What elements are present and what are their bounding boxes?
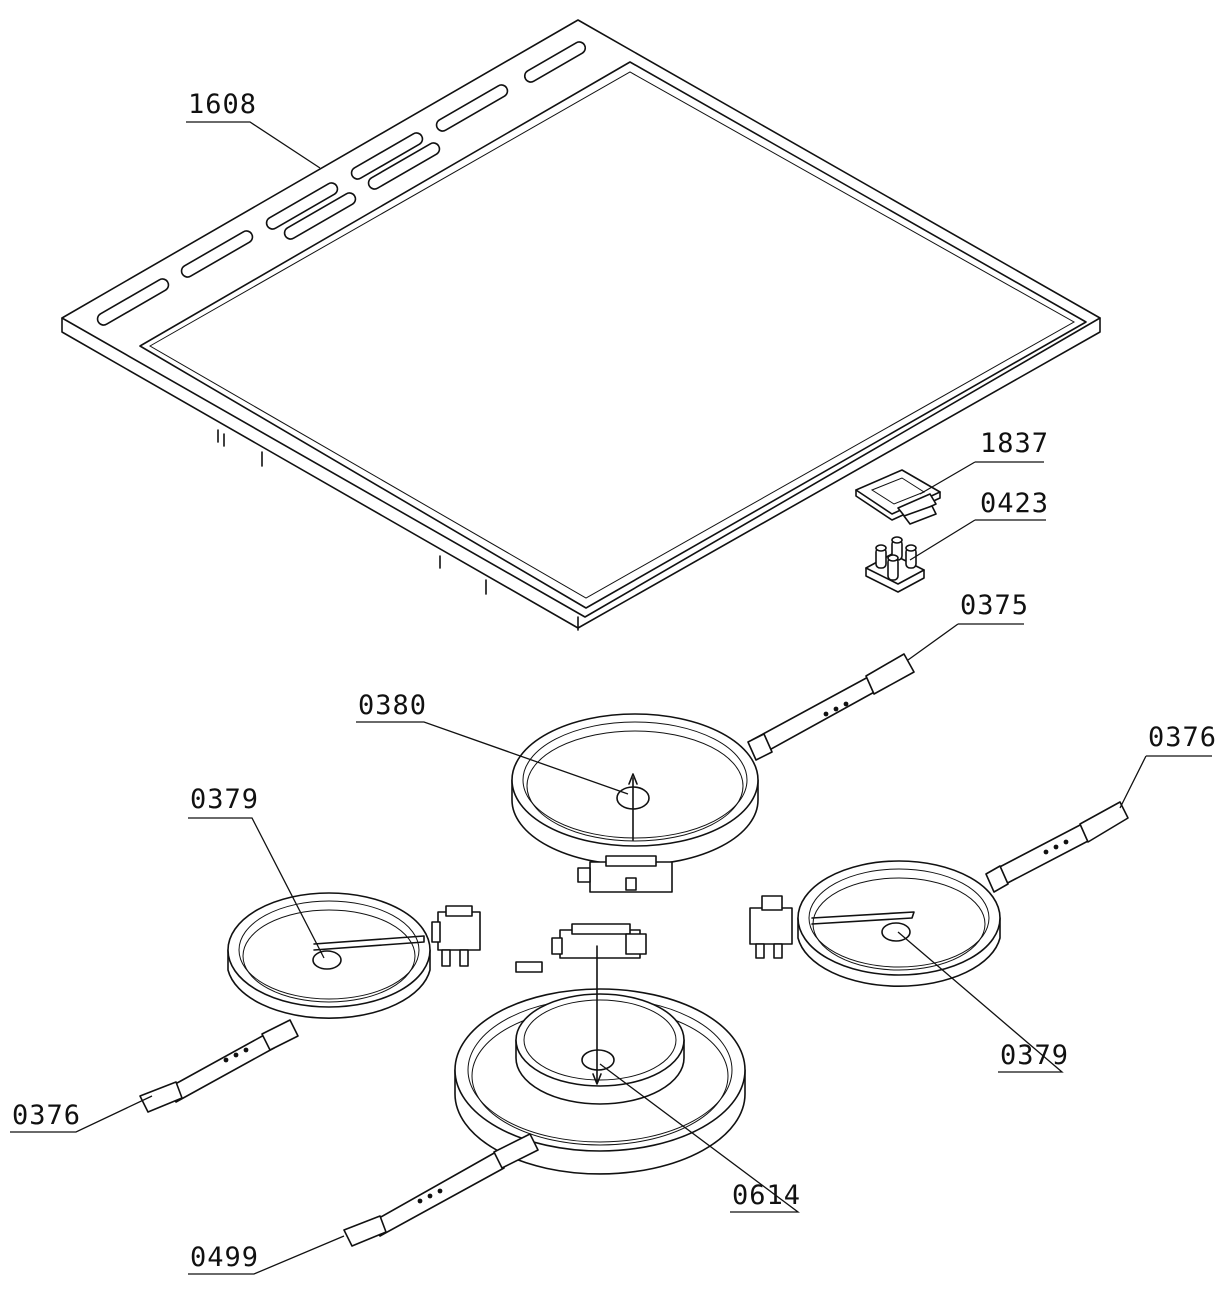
lead-0376-right-part: [985, 801, 1129, 893]
heater-0379-right-part: [749, 860, 1001, 987]
callout-0499: 0499: [190, 1242, 259, 1273]
callout-0375: 0375: [960, 590, 1029, 621]
lead-0499-part: [343, 1133, 539, 1247]
callout-0379-right: 0379: [1000, 1040, 1069, 1071]
hob-frame-part: [61, 19, 1101, 631]
callout-0376-left: 0376: [12, 1100, 81, 1131]
lead-0375-part: [747, 653, 915, 761]
lead-0376-left-part: [139, 1019, 299, 1113]
heater-0380-part: [511, 713, 759, 893]
callout-0614: 0614: [732, 1180, 801, 1211]
heater-0614-part: [454, 923, 746, 1175]
callout-leaders: [10, 121, 1212, 1275]
sensor-plate-part: [855, 469, 941, 525]
callout-0380: 0380: [358, 690, 427, 721]
callout-0423: 0423: [980, 488, 1049, 519]
callout-0376-right: 0376: [1148, 722, 1217, 753]
callout-1608: 1608: [188, 89, 257, 120]
frame-vent-slots: [96, 41, 587, 326]
callout-1837: 1837: [980, 428, 1049, 459]
callout-0379-left: 0379: [190, 784, 259, 815]
terminal-block-part: [865, 536, 925, 593]
heater-0379-left-part: [227, 892, 481, 1019]
